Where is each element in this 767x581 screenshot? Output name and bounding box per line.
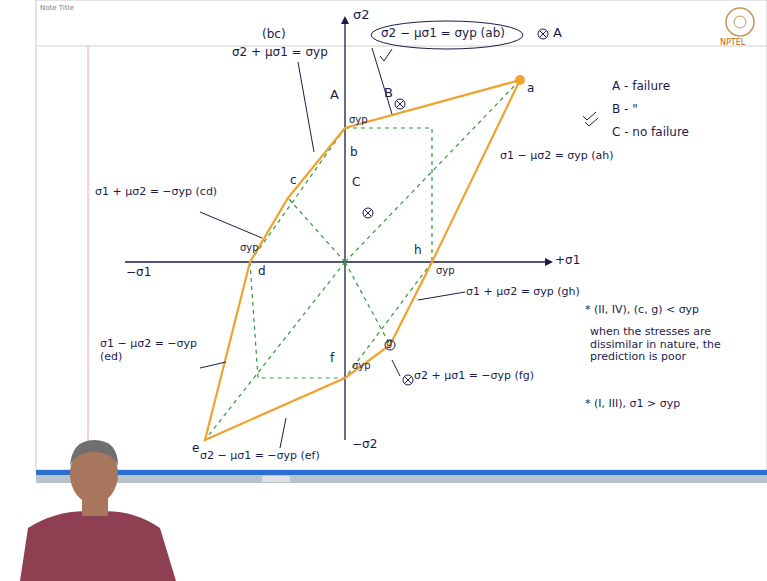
annotation-label: σ2 + μσ1 = −σyp (fg) xyxy=(414,370,534,383)
annotation-label: −σ1 xyxy=(126,266,151,280)
annotation-label: b xyxy=(350,146,358,160)
annotation-label: −σ2 xyxy=(352,438,377,452)
annotation-label: σyp xyxy=(352,360,371,372)
annotation-label: C - no failure xyxy=(612,126,689,140)
annotation-label: d xyxy=(258,265,266,279)
annotation-label: h xyxy=(414,244,422,258)
annotation-label: * (II, IV), (c, g) < σyp xyxy=(585,304,699,317)
annotation-label: σ1 + μσ2 = σyp (gh) xyxy=(466,286,580,299)
annotation-label: a xyxy=(527,82,534,96)
annotation-label: σyp xyxy=(240,242,259,254)
annotation-label: σ1 + μσ2 = −σyp (cd) xyxy=(95,186,217,199)
annotation-label: σ1 − μσ2 = −σyp (ed) xyxy=(100,338,200,363)
annotation-label: σ2 + μσ1 = σyp xyxy=(232,46,328,60)
annotation-label: (bc) xyxy=(262,28,286,42)
annotation-label: A xyxy=(330,88,339,103)
annotation-label: B xyxy=(384,86,393,101)
annotation-label: A xyxy=(553,26,562,41)
annotation-label: +σ1 xyxy=(555,254,580,268)
annotation-label: σ2 − μσ1 = −σyp (ef) xyxy=(200,450,320,463)
annotation-label: σ2 − μσ1 = σyp (ab) xyxy=(381,27,505,41)
annotation-label: when the stresses are dissimilar in natu… xyxy=(590,326,740,364)
annotation-label: g xyxy=(386,337,392,349)
annotation-label: NPTEL xyxy=(720,38,745,47)
annotation-label: B - " xyxy=(612,103,638,117)
annotation-label: A - failure xyxy=(612,80,670,94)
annotation-label: C xyxy=(352,176,360,190)
annotation-label: f xyxy=(330,352,334,366)
annotation-label: σyp xyxy=(436,265,455,277)
annotation-label: σ1 − μσ2 = σyp (ah) xyxy=(500,150,614,163)
annotation-label: σ2 xyxy=(353,8,370,23)
annotation-label: Note Title xyxy=(40,4,74,12)
annotation-label: * (I, III), σ1 > σyp xyxy=(585,398,680,411)
annotation-label: e xyxy=(192,442,199,456)
annotation-label: σyp xyxy=(349,114,368,126)
annotation-label: c xyxy=(290,174,297,188)
